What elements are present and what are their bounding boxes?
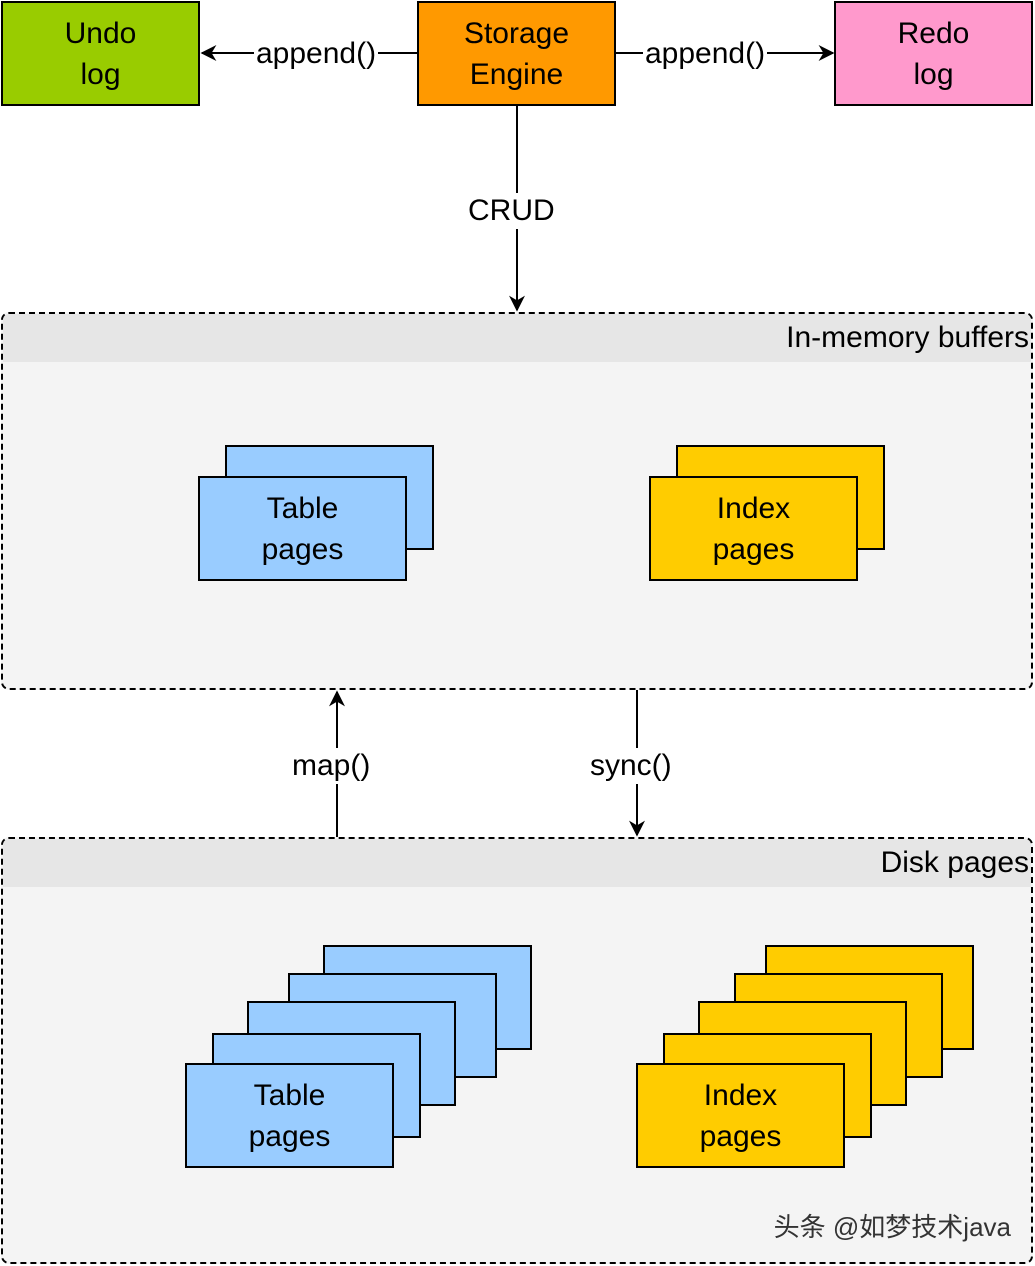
memory-table-page: Table pages	[198, 476, 407, 581]
disk-index-pages-label: Index pages	[699, 1078, 782, 1153]
in-memory-buffers-title: In-memory buffers	[786, 321, 1029, 354]
disk-pages-title: Disk pages	[880, 846, 1029, 879]
memory-table-pages-label: Table pages	[261, 491, 344, 566]
append-left-label: append()	[254, 36, 379, 72]
disk-table-page: Table pages	[185, 1063, 394, 1168]
sync-label: sync()	[588, 748, 674, 784]
in-memory-buffers-header	[3, 314, 1031, 362]
redo-log-label: Redo log	[897, 16, 970, 91]
append-right-label: append()	[643, 36, 768, 72]
redo-log-node: Redo log	[834, 1, 1033, 106]
map-label: map()	[290, 748, 373, 784]
memory-index-pages-label: Index pages	[712, 491, 795, 566]
disk-table-pages-label: Table pages	[248, 1078, 331, 1153]
disk-index-page: Index pages	[636, 1063, 845, 1168]
storage-engine-node: Storage Engine	[417, 1, 616, 106]
disk-pages-header	[3, 839, 1031, 887]
undo-log-label: Undo log	[64, 16, 137, 91]
memory-index-page: Index pages	[649, 476, 858, 581]
crud-label: CRUD	[466, 193, 557, 229]
storage-engine-label: Storage Engine	[463, 16, 570, 91]
undo-log-node: Undo log	[1, 1, 200, 106]
watermark-text: 头条 @如梦技术java	[773, 1212, 1011, 1242]
